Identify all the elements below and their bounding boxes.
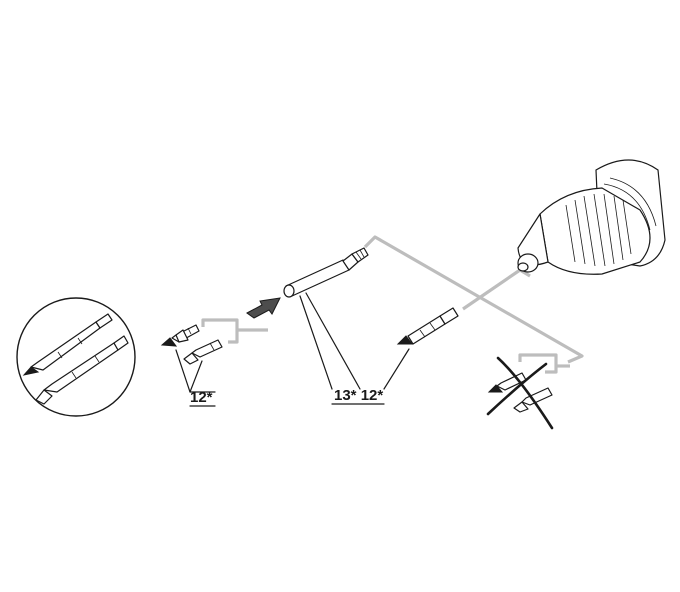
prohibited-bits bbox=[486, 356, 554, 430]
magnetic-bit-holder bbox=[283, 247, 369, 298]
double-ended-bit bbox=[396, 307, 459, 345]
detail-magnifier bbox=[16, 297, 136, 417]
chuck-ribs bbox=[565, 193, 632, 267]
drill-chuck-icon bbox=[517, 159, 666, 275]
label-holder-and-double-bits: 13* 12* bbox=[334, 387, 383, 404]
label-bits-count: 12* bbox=[190, 389, 213, 406]
callout-12: 12* bbox=[175, 349, 216, 407]
magnified-bit-lower bbox=[35, 335, 129, 405]
prohibited-cross-icon bbox=[486, 356, 554, 430]
callout-13-12: 13* 12* bbox=[299, 292, 410, 405]
insert-arrow-icon bbox=[246, 297, 281, 319]
screwdriver-bit-slotted bbox=[183, 339, 223, 365]
magnified-bit-upper bbox=[22, 313, 113, 376]
screwdriver-bit-phillips bbox=[160, 324, 200, 347]
connector-lines bbox=[201, 235, 584, 374]
